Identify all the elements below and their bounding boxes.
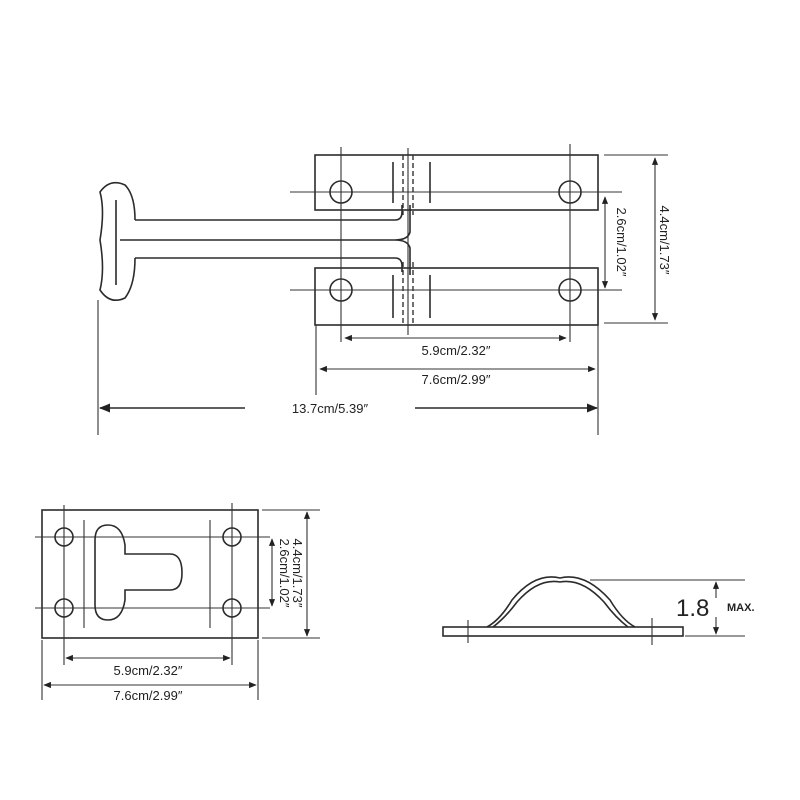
screw-hole	[329, 180, 353, 204]
keeper-dim-hole-spacing-h: 5.9cm/2.32″	[114, 663, 183, 678]
hook-top-view: 5.9cm/2.32″ 7.6cm/2.99″ 13.7cm/5.39″ 4.4…	[97, 144, 672, 435]
screw-hole	[54, 598, 74, 618]
dim-hole-spacing-v: 2.6cm/1.02″	[614, 208, 629, 277]
keyhole-slot	[94, 524, 183, 621]
hook-arm	[99, 181, 411, 301]
screw-hole	[329, 278, 353, 302]
keeper-plate-view: 5.9cm/2.32″ 7.6cm/2.99″ 2.6cm/1.02″ 4.4c…	[35, 503, 320, 703]
dim-overall-length: 13.7cm/5.39″	[292, 401, 369, 416]
screw-hole	[558, 278, 582, 302]
keeper-dim-hole-spacing-v: 2.6cm/1.02″	[277, 539, 292, 608]
screw-hole	[222, 527, 242, 547]
dim-hole-spacing-h: 5.9cm/2.32″	[422, 343, 491, 358]
keeper-side-view: 1.8 MAX.	[442, 576, 755, 645]
height-value: 1.8	[676, 595, 709, 622]
mounting-plate	[290, 144, 622, 342]
screw-hole	[54, 527, 74, 547]
screw-hole	[558, 180, 582, 204]
dim-plate-width: 7.6cm/2.99″	[422, 372, 491, 387]
keeper-dim-plate-width: 7.6cm/2.99″	[114, 688, 183, 703]
dim-plate-height: 4.4cm/1.73″	[657, 206, 672, 275]
height-suffix: MAX.	[727, 602, 755, 614]
screw-hole	[222, 598, 242, 618]
keeper-dim-plate-height: 4.4cm/1.73″	[290, 539, 305, 608]
dimension-lines: 5.9cm/2.32″ 7.6cm/2.99″ 13.7cm/5.39″ 4.4…	[97, 154, 672, 435]
